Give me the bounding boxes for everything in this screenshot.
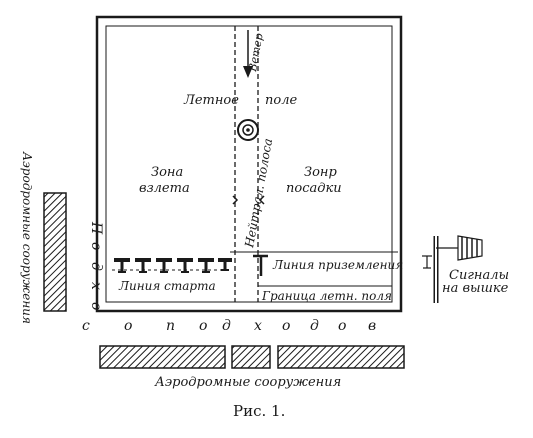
building-block-left [43,192,67,312]
airplane-icon [198,258,214,273]
approaches-letter: о [282,318,290,334]
signals-label-1: Сигналы [449,268,509,283]
buildings-bottom-label: Аэродромные сооружения [154,375,341,390]
airplane-icon [156,258,172,273]
approaches-letter: П [88,221,104,235]
approaches-letter: о [199,318,207,334]
approaches-letter: д [222,318,231,334]
zone-takeoff-label-1: Зона [151,165,183,180]
aircraft-row [114,258,232,273]
approaches-letter: п [166,318,175,334]
field-title-2: поле [265,93,297,108]
touchdown-line-label: Линия приземления [272,258,403,272]
approaches-letter: х [88,282,104,290]
buildings-left-label: Аэродромные сооружения [20,151,34,324]
zone-landing-label-1: Зонр [304,165,337,180]
building-block-bottom-3 [277,345,405,369]
field-title-1: Летное [183,93,239,108]
approaches-letter: с [82,318,90,334]
airplane-icon [114,258,130,273]
field-boundary-label: Граница летн. поля [261,289,392,303]
approaches-letter: о [88,302,104,310]
wind-arrow [243,30,253,78]
wind-label: Ветер [246,32,266,73]
landing-circle-icon [237,119,259,141]
approaches-left-label: П о д х о [88,221,104,310]
strip-marker-icon [232,195,265,205]
figure-caption: Рис. 1. [233,402,285,420]
airplane-icon [218,258,232,271]
building-block-bottom-1 [99,345,226,369]
approaches-letter: о [124,318,132,334]
start-line-label: Линия старта [118,279,216,293]
zone-takeoff-label-2: взлета [139,181,190,196]
approaches-letter: д [88,262,104,271]
approaches-letter: о [88,242,104,250]
approaches-bottom-label: с о п о д х о д о в [82,318,376,334]
airplane-icon [177,258,193,273]
approaches-letter: в [368,318,376,334]
zone-landing-label-2: посадки [286,181,342,196]
field-border-outer [95,15,403,313]
building-block-bottom-2 [231,345,271,369]
airplane-icon [135,258,151,273]
approaches-letter: о [338,318,346,334]
field-border-inner [105,25,393,303]
landing-t-icon [253,254,268,276]
signals-label-2: на вышке [442,281,509,296]
approaches-letter: х [254,318,262,334]
approaches-letter: д [310,318,319,334]
neutral-strip-label: Нейтрал. полоса [242,137,275,249]
signal-tower-icon [422,235,483,303]
